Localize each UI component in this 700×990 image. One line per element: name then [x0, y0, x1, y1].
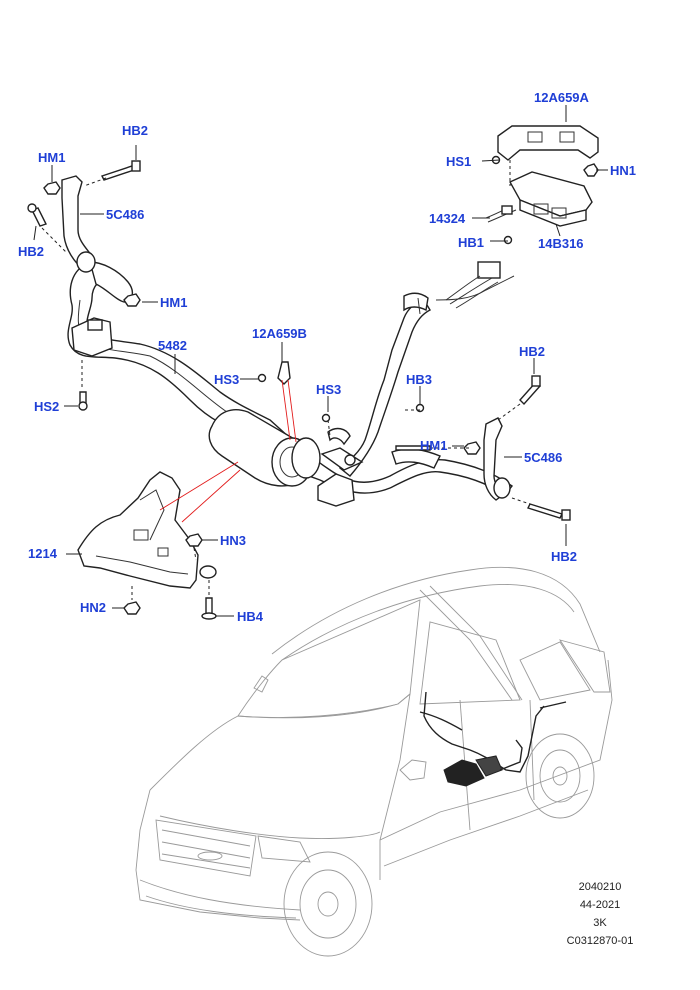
callout-hb2-top[interactable]: HB2 [122, 123, 149, 138]
callout-hb4[interactable]: HB4 [237, 609, 264, 624]
callout-hn3[interactable]: HN3 [220, 533, 247, 548]
callout-hs3-left[interactable]: HS3 [214, 372, 240, 387]
callout-hm1-right[interactable]: HM1 [420, 438, 448, 453]
control-module-14b316[interactable] [509, 171, 593, 227]
callout-14324[interactable]: 14324 [429, 211, 466, 226]
leader-lines [33, 105, 608, 617]
callout-12a659b[interactable]: 12A659B [252, 326, 307, 341]
callout-hs1[interactable]: HS1 [446, 154, 472, 169]
reference-line-4: C0312870-01 [566, 935, 634, 947]
skid-plate-1214[interactable] [77, 471, 217, 589]
callout-5482[interactable]: 5482 [158, 338, 187, 353]
callout-5c486-left[interactable]: 5C486 [106, 207, 145, 222]
link-arm-left-5c486[interactable] [61, 175, 96, 273]
stabilizer-bar[interactable] [67, 255, 514, 507]
callout-hm1-top[interactable]: HM1 [38, 150, 66, 165]
callout-hs2[interactable]: HS2 [34, 399, 60, 414]
reference-block: 2040210 44-2021 3K C0312870-01 [540, 878, 660, 950]
vehicle-locator [135, 566, 613, 957]
callout-hb2-left[interactable]: HB2 [18, 244, 45, 259]
callout-hm1-mid[interactable]: HM1 [160, 295, 188, 310]
callout-hb3[interactable]: HB3 [406, 372, 433, 387]
callout-hb2-bottom[interactable]: HB2 [551, 549, 578, 564]
harness-14324[interactable] [417, 205, 517, 315]
module-bracket-12a659a[interactable] [497, 125, 599, 161]
reference-line-1: 2040210 [578, 881, 622, 893]
callout-hn1[interactable]: HN1 [610, 163, 637, 178]
callout-1214[interactable]: 1214 [28, 546, 57, 561]
callout-14b316[interactable]: 14B316 [538, 236, 584, 251]
callout-5c486-right[interactable]: 5C486 [524, 450, 563, 465]
callout-12a659a[interactable]: 12A659A [534, 90, 589, 105]
callout-hs3-mid[interactable]: HS3 [316, 382, 342, 397]
callout-hb2-right[interactable]: HB2 [519, 344, 546, 359]
callout-hb1[interactable]: HB1 [458, 235, 485, 250]
callout-hn2[interactable]: HN2 [80, 600, 107, 615]
reference-line-3: 3K [593, 917, 607, 929]
link-arm-right-5c486[interactable] [483, 417, 511, 501]
reference-line-2: 44-2021 [579, 899, 621, 911]
